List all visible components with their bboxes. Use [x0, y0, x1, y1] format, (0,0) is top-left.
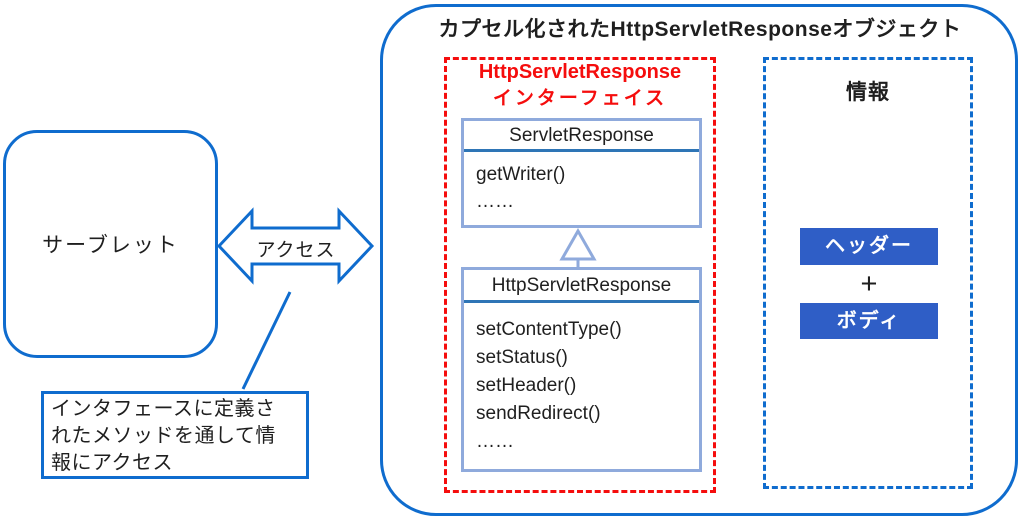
plus-sign: + [860, 268, 878, 300]
note-line: 報にアクセス [51, 452, 173, 474]
method-item: …… [476, 431, 514, 452]
method-item: setStatus() [476, 347, 568, 368]
interface-title-line1: HttpServletResponse [478, 61, 682, 83]
method-item: …… [476, 191, 514, 212]
note-line: インタフェースに定義さ [51, 398, 276, 420]
http-servlet-response-class-title: HttpServletResponse [464, 270, 699, 303]
servlet-response-class-title: ServletResponse [464, 121, 699, 152]
http-servlet-response-class-body: setContentType() setStatus() setHeader()… [464, 303, 699, 456]
note-box: インタフェースに定義さ れたメソッドを通して情 報にアクセス [41, 391, 309, 479]
body-chip: ボディ [800, 303, 938, 339]
method-item: getWriter() [476, 164, 566, 185]
http-servlet-response-class-box: HttpServletResponse setContentType() set… [461, 267, 702, 472]
servlet-response-class-box: ServletResponse getWriter() …… [461, 118, 702, 228]
access-arrow-label: アクセス [256, 240, 336, 261]
info-dashed-box [763, 57, 973, 489]
servlet-label: サーブレット [42, 234, 179, 257]
interface-title-line2: インターフェイス [492, 88, 668, 109]
servlet-response-class-body: getWriter() …… [464, 152, 699, 215]
servlet-box: サーブレット [3, 130, 218, 358]
method-item: setContentType() [476, 319, 622, 340]
method-item: setHeader() [476, 375, 577, 396]
container-title: カプセル化されたHttpServletResponseオブジェクト [438, 18, 962, 41]
method-item: sendRedirect() [476, 403, 601, 424]
note-connector-line [241, 291, 292, 390]
header-chip: ヘッダー [800, 228, 938, 265]
interface-dashed-box [444, 57, 716, 493]
info-title: 情報 [846, 81, 890, 104]
note-line: れたメソッドを通して情 [51, 425, 276, 447]
